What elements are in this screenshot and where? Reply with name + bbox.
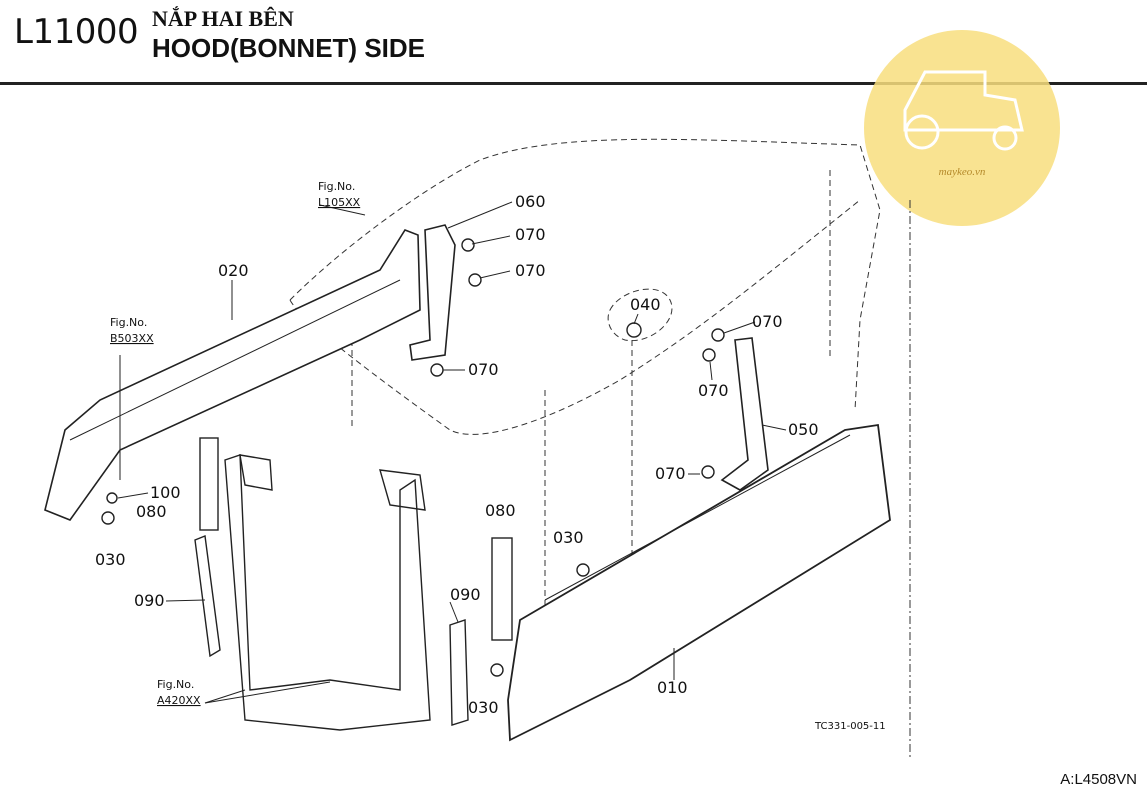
callout-080-b: 080: [485, 501, 516, 520]
callout-080-a: 080: [136, 502, 167, 521]
callout-030-b: 030: [553, 528, 584, 547]
callout-030-c: 030: [468, 698, 499, 717]
callout-090-a: 090: [134, 591, 165, 610]
part-060-bracket: [409, 224, 456, 361]
fig-ref-label-2: Fig.No.: [110, 316, 147, 329]
footer-code: A:L4508VN: [1060, 771, 1137, 788]
fig-ref-code-1: L105XX: [318, 196, 361, 209]
callout-100: 100: [150, 483, 181, 502]
fig-ref-code-3: A420XX: [157, 694, 201, 707]
tractor-icon: [903, 70, 1024, 151]
leader-lines: [117, 201, 787, 704]
watermark-logo: maykeo.vn: [864, 30, 1060, 226]
part-050-bracket: [720, 337, 769, 491]
callout-070-f: 070: [655, 464, 686, 483]
callout-090-b: 090: [450, 585, 481, 604]
fig-ref-code-2: B503XX: [110, 332, 154, 345]
callout-070-e: 070: [698, 381, 729, 400]
callout-030-a: 030: [95, 550, 126, 569]
grille-frame: [224, 454, 431, 731]
part-080-block-left: [199, 437, 219, 531]
title-english: HOOD(BONNET) SIDE: [152, 33, 425, 63]
drawing-number: TC331-005-11: [814, 721, 886, 732]
part-020-rail: [44, 229, 421, 521]
callout-040: 040: [630, 295, 661, 314]
watermark-text: maykeo.vn: [939, 166, 986, 178]
header-rule: [0, 82, 1147, 85]
callout-020: 020: [218, 261, 249, 280]
callout-070-a: 070: [515, 225, 546, 244]
parts-diagram: maykeo.vn: [44, 30, 1060, 760]
part-090-seal-left: [194, 535, 221, 658]
part-080-block-right: [491, 537, 513, 641]
callout-010: 010: [657, 678, 688, 697]
callout-070-d: 070: [752, 312, 783, 331]
callout-070-c: 070: [468, 360, 499, 379]
callout-050: 050: [788, 420, 819, 439]
callout-060: 060: [515, 192, 546, 211]
hood-outline: [289, 138, 911, 760]
fig-ref-label-3: Fig.No.: [157, 678, 194, 691]
title-vietnamese: NẮP HAI BÊN: [152, 6, 294, 31]
fig-ref-label-1: Fig.No.: [318, 180, 355, 193]
part-010-panel: [507, 423, 891, 742]
section-code: L11000: [14, 12, 139, 52]
callout-070-b: 070: [515, 261, 546, 280]
part-090-seal-right: [449, 619, 469, 726]
bolts: [101, 238, 725, 677]
